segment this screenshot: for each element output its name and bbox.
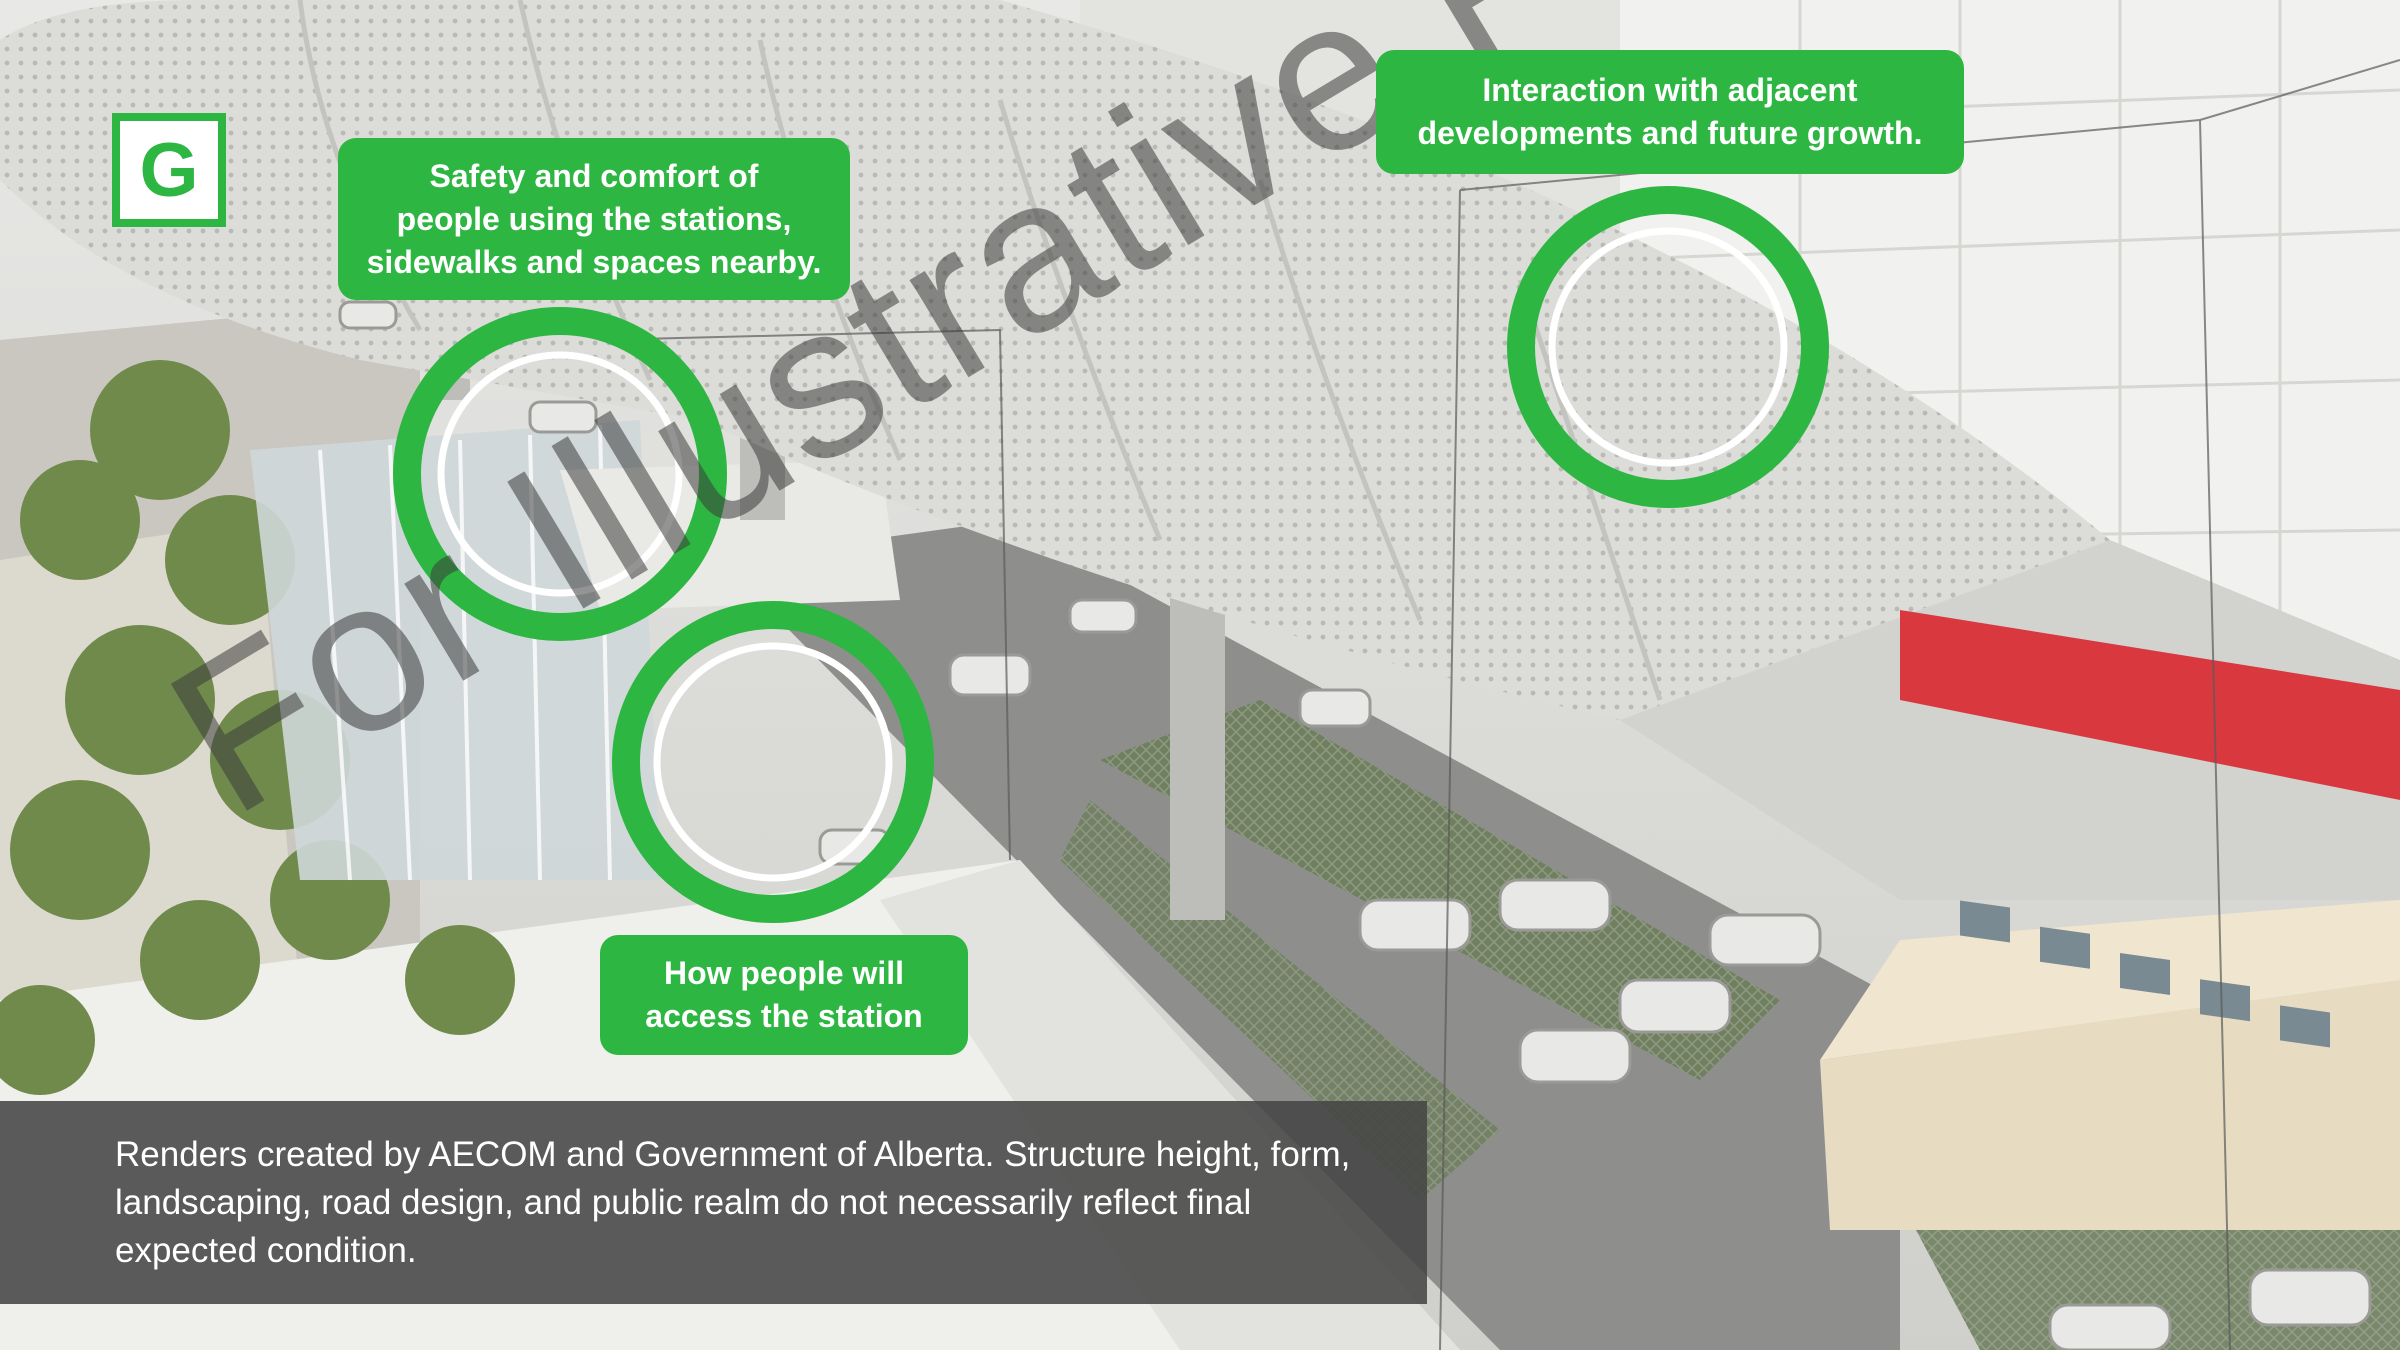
highlight-ring-interaction <box>1507 186 1829 508</box>
train-windows <box>1960 900 2330 1048</box>
callout-access: How people will access the station <box>600 935 968 1055</box>
callout-safety-text: Safety and comfort of people using the s… <box>366 157 822 280</box>
podium-top <box>1820 900 2400 1060</box>
station-glass <box>250 420 660 880</box>
highlight-ring-safety <box>393 307 727 641</box>
callout-interaction: Interaction with adjacent developments a… <box>1376 50 1964 174</box>
trees <box>0 360 515 1095</box>
callout-safety: Safety and comfort of people using the s… <box>338 138 850 300</box>
callout-access-text: How people will access the station <box>645 955 923 1034</box>
station-glass-mullions <box>318 424 612 881</box>
callout-interaction-text: Interaction with adjacent developments a… <box>1417 72 1923 151</box>
road <box>720 520 1900 1350</box>
pedestrian-bridge <box>560 460 900 610</box>
median-grass <box>1100 700 1780 1080</box>
station-letter-badge: G <box>112 113 226 227</box>
podium-block <box>1820 980 2400 1230</box>
pillar-1 <box>1170 580 1225 920</box>
render-disclaimer-caption: Renders created by AECOM and Government … <box>0 1101 1427 1304</box>
badge-letter: G <box>139 127 199 213</box>
highlight-ring-access <box>612 601 934 923</box>
caption-text: Renders created by AECOM and Government … <box>115 1135 1351 1270</box>
lrt-train <box>1900 610 2400 800</box>
